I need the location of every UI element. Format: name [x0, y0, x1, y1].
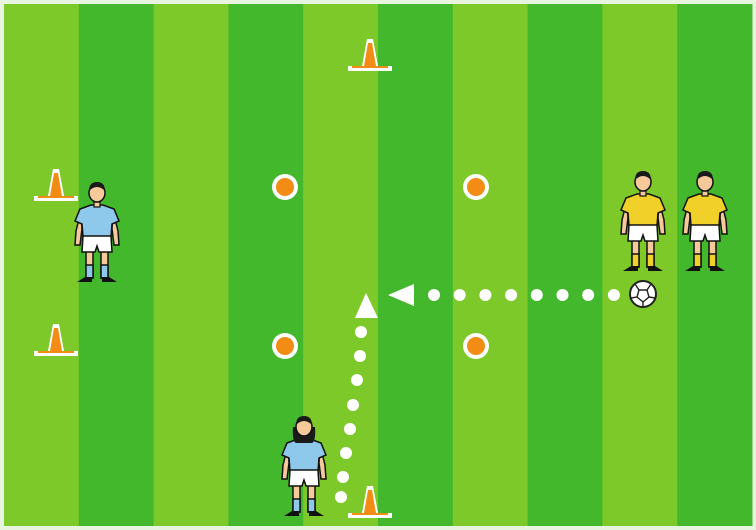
pitch-stripe	[154, 4, 229, 526]
pitch-stripe	[528, 4, 603, 526]
marker-dot-icon	[272, 174, 298, 200]
marker-dot-icon	[463, 174, 489, 200]
pitch-stripes	[4, 4, 753, 526]
path-dot	[351, 374, 363, 386]
path-dot	[347, 399, 359, 411]
path-dot	[608, 289, 620, 301]
pitch-stripe	[602, 4, 677, 526]
path-dot	[344, 423, 356, 435]
path-dot	[454, 289, 466, 301]
path-dot	[354, 350, 366, 362]
marker-dot-icon	[463, 333, 489, 359]
marker-dot-icon	[272, 333, 298, 359]
path-dot	[337, 471, 349, 483]
pitch-stripe	[453, 4, 528, 526]
path-dot	[557, 289, 569, 301]
path-dot	[582, 289, 594, 301]
pitch-stripe	[4, 4, 79, 526]
pitch-stripe	[378, 4, 453, 526]
path-dot	[340, 447, 352, 459]
path-dot	[505, 289, 517, 301]
path-dot	[479, 289, 491, 301]
path-dot	[428, 289, 440, 301]
football-icon	[630, 281, 656, 307]
path-dot	[531, 289, 543, 301]
path-dot	[335, 491, 347, 503]
path-dot	[355, 326, 367, 338]
